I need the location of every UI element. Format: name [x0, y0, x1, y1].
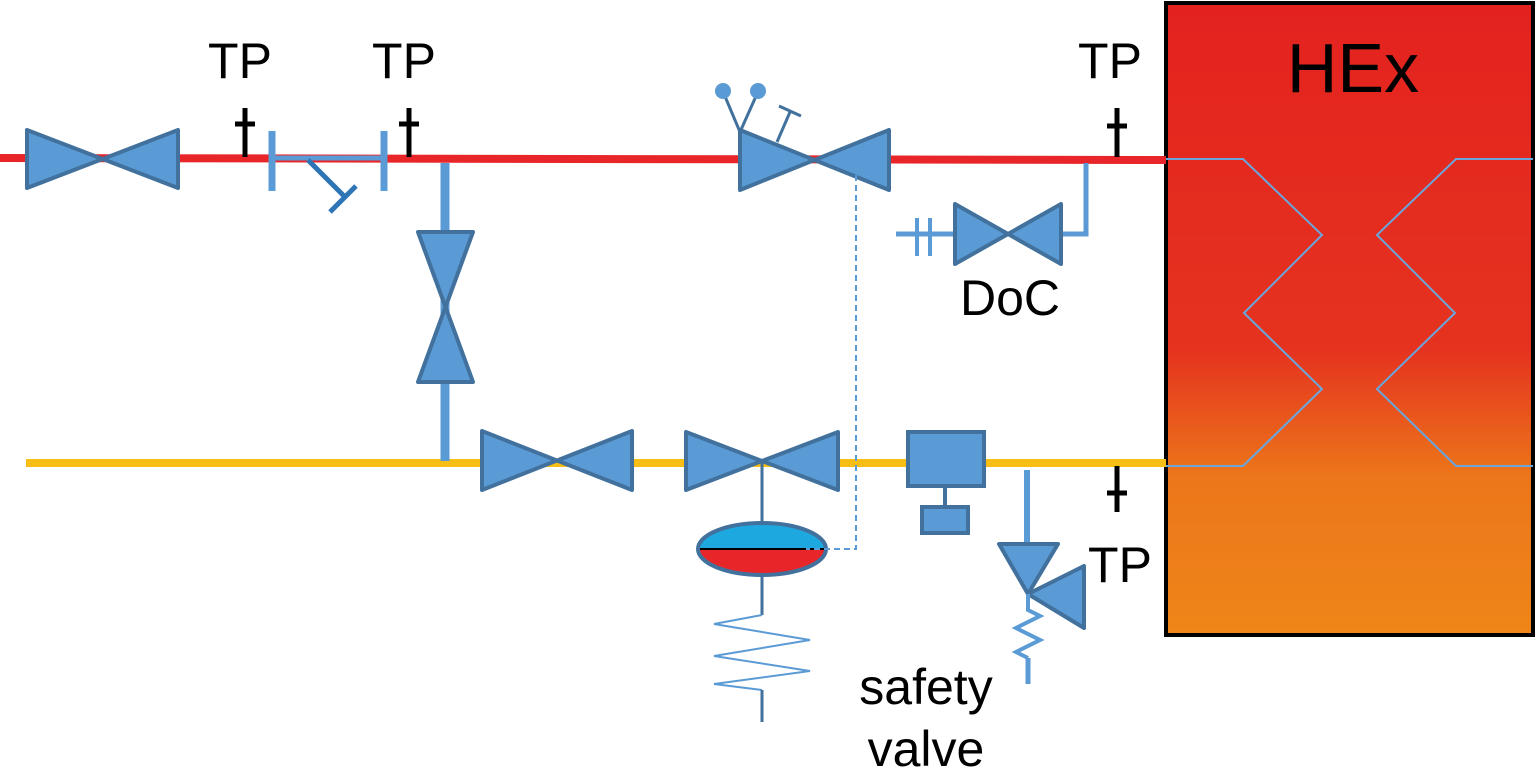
- diaphragm-actuator: [696, 521, 828, 577]
- tp-label-1: TP: [208, 33, 272, 89]
- tp-label-3: TP: [1078, 33, 1142, 89]
- tp-label-4: TP: [1088, 537, 1152, 593]
- safety-valve-label-1: safety: [859, 659, 992, 715]
- test-point-1: TP: [208, 33, 272, 157]
- doc-label: DoC: [960, 270, 1060, 326]
- control-valve[interactable]: [715, 83, 891, 192]
- safety-valve-label-2: valve: [868, 721, 985, 772]
- supply-line: [0, 154, 1167, 164]
- flow-meter: [906, 430, 986, 535]
- differential-pressure-valve[interactable]: [684, 430, 840, 530]
- safety-valve[interactable]: safety valve: [859, 470, 1086, 772]
- bypass-valve[interactable]: [416, 230, 475, 384]
- impulse-line: [806, 175, 857, 550]
- test-point-2: TP: [372, 33, 436, 157]
- test-point-3: TP: [1078, 33, 1142, 157]
- spring-icon: [713, 575, 811, 722]
- drain-valve-doc[interactable]: DoC: [896, 163, 1089, 326]
- shutoff-valve-supply-inlet[interactable]: [25, 128, 180, 190]
- hex-label: HEx: [1287, 29, 1419, 107]
- heat-exchanger: HEx: [1164, 1, 1535, 637]
- test-point-4: TP: [1088, 466, 1152, 593]
- strainer-icon: [268, 131, 388, 214]
- shutoff-valve-return[interactable]: [480, 429, 634, 492]
- tp-label-2: TP: [372, 33, 436, 89]
